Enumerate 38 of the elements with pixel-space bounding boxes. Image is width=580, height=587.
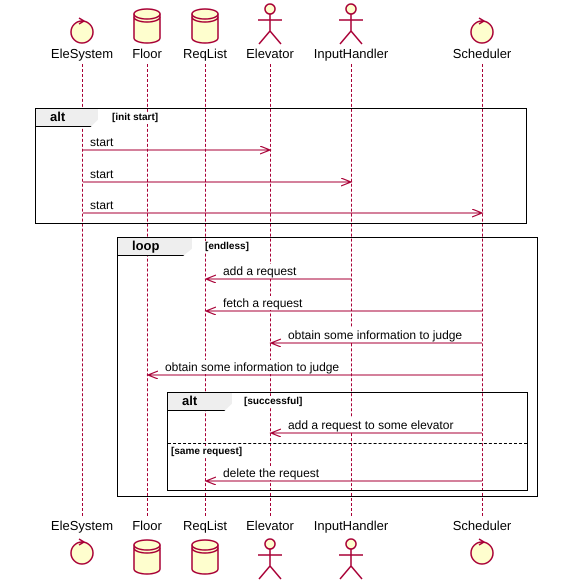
edge-label: obtain some information to judge	[164, 360, 340, 374]
message-arrow	[147, 370, 482, 380]
message-arrow	[270, 428, 482, 438]
message-arrow	[270, 338, 482, 348]
edge-label: start	[89, 167, 114, 181]
edge-label: delete the request	[222, 466, 320, 480]
edge-label: obtain some information to judge	[287, 328, 464, 342]
participant-name: EleSystem	[50, 46, 114, 62]
participant-name: Elevator	[246, 518, 294, 534]
guard-condition: [same request]	[171, 446, 242, 458]
lifeline	[482, 64, 483, 516]
participant-name: ReqList	[182, 518, 228, 534]
participant-name: EleSystem	[50, 518, 114, 534]
guard-condition: [init start]	[112, 112, 158, 124]
fragment-tab: loop	[118, 238, 192, 256]
message-arrow	[82, 208, 483, 218]
fragment-tab: alt	[168, 393, 232, 411]
message-arrow	[205, 476, 482, 486]
participant-name: Floor	[132, 46, 162, 62]
fragment-tab: alt	[36, 109, 98, 127]
participant-name: Scheduler	[452, 46, 512, 62]
participant-name: ReqList	[182, 46, 228, 62]
edge-label: fetch a request	[222, 296, 304, 310]
message-arrow	[82, 145, 271, 155]
guard-condition: [successful]	[244, 396, 302, 408]
participant-name: Floor	[132, 518, 162, 534]
edge-label: add a request	[222, 264, 298, 278]
edge-label: add a request to some elevator	[287, 418, 454, 432]
participant-name: Elevator	[246, 46, 294, 62]
edge-label: start	[89, 135, 114, 149]
message-arrow	[82, 177, 352, 187]
participant-name: Scheduler	[452, 518, 512, 534]
edge-label: start	[89, 198, 114, 212]
guard-condition: [endless]	[205, 241, 249, 253]
message-arrow	[205, 274, 352, 284]
participant-name: InputHandler	[314, 46, 388, 62]
message-arrow	[205, 306, 482, 316]
participant-name: InputHandler	[314, 518, 388, 534]
